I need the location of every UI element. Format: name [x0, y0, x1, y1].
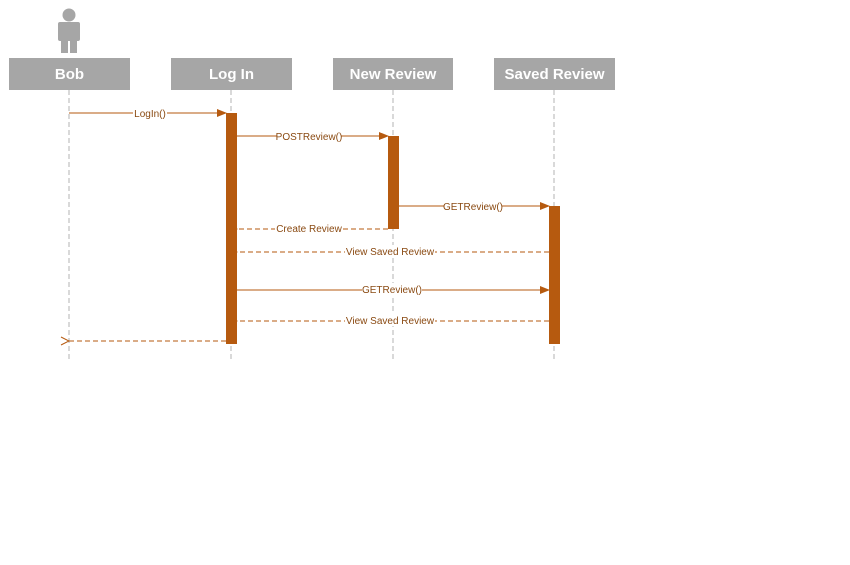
message-get-review-call-1: GETReview(): [399, 200, 550, 213]
participant-bob: Bob: [9, 58, 130, 90]
message-label: View Saved Review: [346, 247, 435, 258]
message-label: LogIn(): [134, 109, 166, 120]
activation-bar-login: [226, 113, 237, 344]
message-label: Create Review: [276, 224, 342, 235]
participant-new-review: New Review: [333, 58, 453, 90]
message-view-saved-review-return-1: View Saved Review: [237, 245, 549, 258]
participant-saved-review: Saved Review: [494, 58, 615, 90]
message-label: POSTReview(): [276, 132, 343, 143]
activation-bar-saved-review: [549, 206, 560, 344]
message-label: GETReview(): [362, 285, 422, 296]
person-icon: [58, 8, 80, 53]
message-login-call: LogIn(): [69, 107, 227, 120]
participant-label: Saved Review: [504, 66, 604, 83]
participant-label: Bob: [55, 66, 84, 83]
message-view-saved-review-return-2: View Saved Review: [237, 314, 549, 327]
activation-bar-new-review: [388, 136, 399, 229]
message-label: View Saved Review: [346, 316, 435, 327]
message-label: GETReview(): [443, 202, 503, 213]
message-create-review-return: Create Review: [237, 222, 388, 235]
participant-login: Log In: [171, 58, 292, 90]
participant-label: Log In: [209, 66, 254, 83]
participant-label: New Review: [350, 66, 437, 83]
message-get-review-call-2: GETReview(): [237, 283, 550, 296]
message-post-review-call: POSTReview(): [237, 130, 389, 143]
